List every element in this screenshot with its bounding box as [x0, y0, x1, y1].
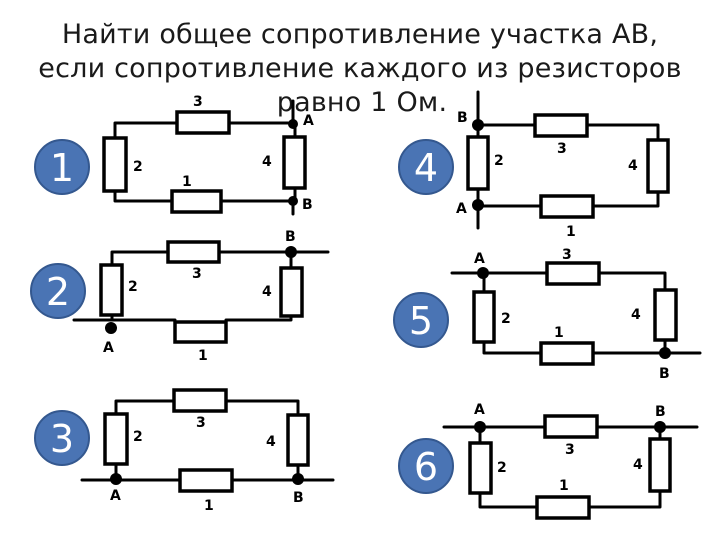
task-title: Найти общее сопротивление участка АВ, ес… [0, 18, 720, 120]
circuit-3-label-4: 4 [266, 434, 276, 450]
circuit-1-badge [34, 139, 90, 195]
circuit-2-label-4: 4 [262, 284, 272, 300]
circuit-3-label-a: A [110, 488, 121, 504]
circuit-5-node-a [477, 267, 489, 279]
circuit-2-badge [30, 263, 86, 319]
circuit-3-resistor-1 [178, 468, 234, 493]
circuit-6-wires [442, 425, 699, 509]
circuit-1-resistor-3 [175, 110, 231, 135]
circuit-6-label-2: 2 [497, 460, 507, 476]
circuit-6-resistor-2 [468, 441, 493, 495]
circuit-3-node-b [292, 473, 304, 485]
circuit-6-resistor-3 [543, 414, 599, 439]
circuit-5-label-a: A [474, 251, 485, 267]
circuit-1-resistor-2 [102, 136, 128, 193]
circuit-6-label-4: 4 [633, 457, 643, 473]
circuit-3-number: 3 [50, 417, 74, 461]
circuit-3-label-b: B [293, 490, 304, 506]
circuit-3-resistor-4 [286, 413, 310, 467]
circuit-4-node-a [472, 199, 484, 211]
circuit-2-label-2: 2 [128, 279, 138, 295]
circuit-4-label-1: 1 [566, 224, 576, 240]
circuit-4-number: 4 [414, 146, 438, 190]
circuit-3-resistor-3 [172, 388, 228, 413]
circuit-4-label-2: 2 [494, 153, 504, 169]
circuit-1-resistor-4 [282, 135, 307, 190]
circuit-5: 3 2 1 4 A B 5 [393, 247, 702, 382]
circuit-4-label-b: B [457, 110, 468, 126]
circuit-1-label-2: 2 [133, 159, 143, 175]
circuit-4: 3 2 1 4 B A 4 [398, 90, 670, 240]
title-line-1: Найти общее сопротивление участка АВ, [61, 19, 659, 50]
circuit-6-badge [398, 438, 454, 494]
circuit-2-wires [72, 250, 330, 322]
circuit-6-label-3: 3 [565, 442, 575, 458]
circuit-6-label-b: B [655, 404, 666, 420]
circuit-5-resistor-2 [472, 290, 496, 344]
circuit-3-badge [34, 410, 90, 466]
circuit-2-node-b [285, 246, 297, 258]
circuit-1-resistor-1 [170, 189, 223, 214]
circuit-5-resistor-1 [539, 341, 595, 366]
circuit-6-label-1: 1 [559, 478, 569, 494]
circuit-2-resistor-2 [99, 263, 124, 317]
circuit-1-label-1: 1 [182, 174, 192, 190]
circuit-4-node-b [472, 119, 484, 131]
circuit-2-node-a [105, 322, 117, 334]
circuit-4-label-4: 4 [628, 158, 638, 174]
circuit-3-wires [80, 399, 335, 482]
circuit-1-node-a [288, 119, 298, 129]
circuit-6-node-a [474, 421, 486, 433]
circuit-3-label-3: 3 [196, 415, 206, 431]
circuit-6-resistor-1 [535, 495, 591, 520]
circuit-5-resistor-3 [545, 261, 601, 286]
circuit-5-resistor-4 [653, 288, 678, 342]
circuit-3: 3 2 1 4 A B 3 [34, 388, 335, 514]
circuit-1-label-a: A [303, 113, 314, 129]
circuit-4-resistor-2 [466, 135, 490, 191]
circuit-1-node-b [288, 196, 298, 206]
circuit-5-node-b [659, 347, 671, 359]
title-line-2: если сопротивление каждого из резисторов [38, 53, 682, 84]
circuit-5-number: 5 [409, 299, 433, 343]
circuit-4-resistor-3 [533, 113, 589, 138]
circuit-5-label-4: 4 [631, 307, 641, 323]
circuit-1-label-3: 3 [193, 94, 203, 110]
circuit-2-label-1: 1 [198, 348, 208, 364]
circuit-2-resistor-1 [173, 320, 228, 344]
circuit-4-resistor-1 [539, 194, 595, 219]
circuit-5-label-2: 2 [501, 311, 511, 327]
circuit-2-label-b: B [285, 229, 296, 245]
circuit-4-label-a: A [456, 201, 467, 217]
circuit-4-resistor-4 [646, 138, 670, 194]
circuit-2-resistor-4 [279, 266, 304, 318]
circuit-3-label-2: 2 [133, 429, 143, 445]
circuit-2-number: 2 [46, 270, 70, 314]
circuit-2: 3 2 1 4 B A 2 [30, 229, 330, 364]
circuit-2-label-a: A [103, 340, 114, 356]
circuit-1-label-b: B [302, 197, 313, 213]
circuit-6: 3 2 1 4 A B 6 [398, 402, 699, 520]
circuit-1-label-4: 4 [262, 154, 272, 170]
circuit-5-label-1: 1 [554, 325, 564, 341]
circuit-3-node-a [110, 473, 122, 485]
circuit-3-resistor-2 [103, 412, 129, 466]
circuit-5-badge [393, 292, 449, 348]
circuit-3-label-1: 1 [204, 498, 214, 514]
circuit-6-label-a: A [474, 402, 485, 418]
circuit-5-label-3: 3 [562, 247, 572, 263]
circuit-6-number: 6 [414, 445, 438, 489]
circuit-5-label-b: B [659, 366, 670, 382]
circuit-1: 3 2 1 4 A B 1 [34, 94, 314, 216]
circuit-1-number: 1 [50, 146, 74, 190]
circuit-2-resistor-3 [166, 240, 221, 264]
circuit-6-node-b [654, 421, 666, 433]
circuit-6-resistor-4 [648, 437, 672, 493]
circuit-2-label-3: 3 [192, 266, 202, 282]
title-line-3: равно 1 Ом. [276, 87, 448, 118]
circuit-4-badge [398, 139, 454, 195]
circuit-4-label-3: 3 [557, 141, 567, 157]
